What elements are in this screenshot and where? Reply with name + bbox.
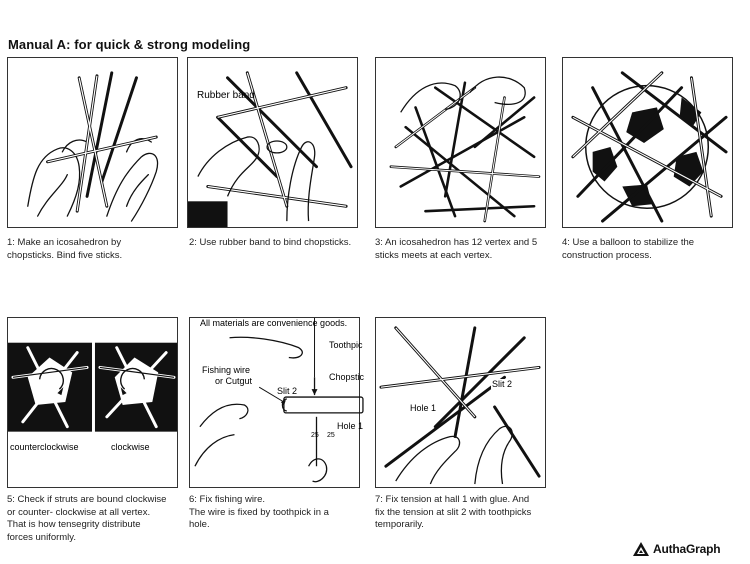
- caption-step-3: 3: An icosahedron has 12 vertex and 5 st…: [375, 237, 538, 261]
- hands-binding-chopsticks-drawing: [27, 71, 159, 222]
- caption-step-2: 2: Use rubber band to bind chopsticks.: [189, 237, 352, 248]
- label-clockwise: clockwise: [110, 442, 151, 452]
- label-slit-2: Slit 2: [491, 379, 514, 389]
- label-all-materials: All materials are convenience goods.: [200, 318, 348, 328]
- brand-name: AuthaGraph: [653, 542, 721, 556]
- label-dimension-a: 25: [311, 432, 319, 439]
- illustration-1-binding-sticks: [7, 57, 178, 228]
- label-fishing-wire: Fishing wire: [202, 365, 251, 375]
- illustration-7-fix-tension: Slit 2 Hole 1: [375, 317, 546, 488]
- label-slit-2: Slit 2: [277, 386, 298, 396]
- caption-step-6: 6: Fix fishing wire. The wire is fixed b…: [189, 494, 329, 530]
- authagraph-logo-icon: [633, 542, 649, 556]
- caption-step-4: 4: Use a balloon to stabilize the constr…: [562, 237, 695, 261]
- illustration-4-balloon: [562, 57, 733, 228]
- balloon-inside-structure-drawing: [571, 71, 728, 223]
- icosahedron-sticks-drawing: [389, 76, 541, 223]
- authagraph-brand: AuthaGraph: [633, 541, 721, 557]
- caption-step-7: 7: Fix tension at hall 1 with glue. And …: [375, 494, 532, 530]
- label-rubber-band: Rubber band: [197, 90, 255, 101]
- illustration-5-rotation-check: counterclockwise clockwise: [7, 317, 178, 488]
- label-hole-1: Hole 1: [337, 421, 364, 431]
- illustration-2-rubber-band: Rubber band: [187, 57, 358, 228]
- illustration-3-icosahedron: [375, 57, 546, 228]
- label-counterclockwise: counterclockwise: [9, 442, 80, 452]
- label-chopstick: Chopstic: [329, 372, 365, 382]
- illustration-6-fishing-wire: All materials are convenience goods. Too…: [189, 317, 364, 488]
- label-dimension-b: 25: [327, 432, 335, 439]
- label-hole-1: Hole 1: [409, 403, 438, 413]
- page-title: Manual A: for quick & strong modeling: [8, 37, 251, 52]
- fix-tension-hands-drawing: [379, 326, 541, 485]
- label-or-cutgut: or Cutgut: [215, 376, 253, 386]
- clockwise-counterclockwise-drawing: [8, 342, 177, 432]
- label-toothpick: Toothpic: [329, 340, 363, 350]
- rubber-band-binding-drawing: [188, 71, 353, 227]
- fishing-wire-toothpick-drawing: [194, 318, 364, 483]
- caption-step-1: 1: Make an icosahedron by chopsticks. Bi…: [7, 237, 123, 261]
- caption-step-5: 5: Check if struts are bound clockwise o…: [7, 494, 167, 543]
